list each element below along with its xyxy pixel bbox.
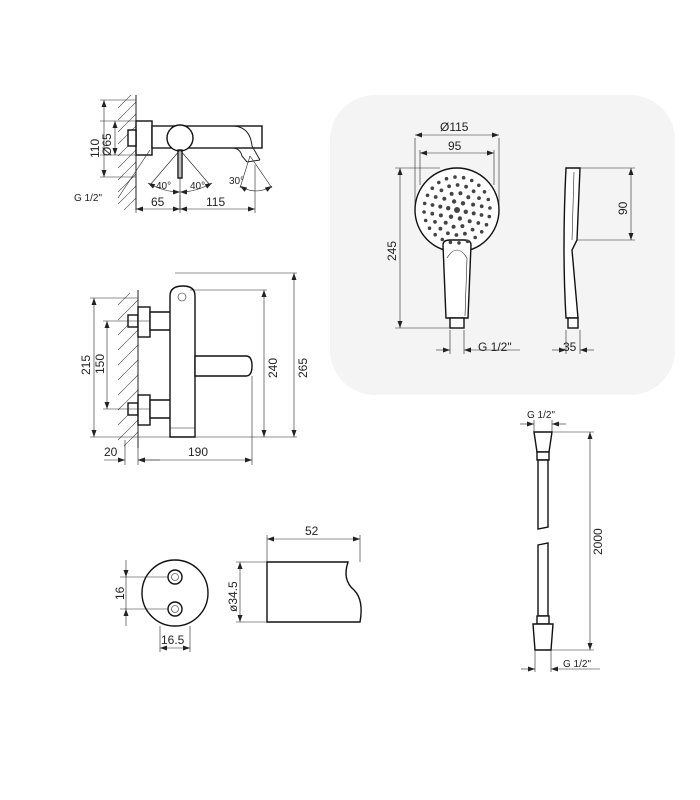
dim-width-52: 52 — [305, 524, 319, 538]
nozzle-dot — [460, 201, 466, 206]
thread-label-hose-top: G 1/2" — [527, 410, 555, 421]
nozzle-dot — [469, 178, 474, 183]
nozzle-dot — [438, 226, 443, 231]
nozzle-dot — [479, 204, 484, 209]
nozzle-dot — [437, 180, 441, 185]
nozzle-dot — [464, 184, 468, 189]
nozzle-dot — [457, 216, 463, 221]
nozzle-dot — [438, 213, 443, 218]
nozzle-dot — [451, 199, 457, 204]
hand-shower-front — [395, 132, 520, 354]
nozzle-dot — [448, 214, 454, 219]
nozzle-dot — [477, 183, 481, 188]
nozzle-dot — [430, 211, 435, 216]
dim-diameter-65: Ø65 — [100, 133, 114, 156]
nozzle-dot — [484, 222, 489, 227]
nozzle-dot — [454, 207, 460, 213]
thread-label-hand-shower: G 1/2" — [478, 340, 512, 354]
nozzle-dot — [467, 219, 472, 224]
dim-width-95: 95 — [448, 139, 462, 153]
nozzle-dot — [422, 201, 427, 206]
dim-depth-35: 35 — [563, 340, 577, 354]
nozzle-dot — [444, 176, 449, 181]
side-view — [90, 272, 297, 465]
nozzle-dot — [449, 191, 454, 196]
dim-height-110: 110 — [88, 139, 102, 158]
nozzle-dot — [443, 220, 448, 225]
dim-diameter-34-5: ø34.5 — [226, 581, 240, 612]
nozzle-dot — [488, 206, 492, 210]
nozzle-dot — [454, 233, 459, 237]
dim-height-265: 265 — [296, 358, 310, 378]
nozzle-dot — [487, 214, 492, 219]
angle-label-right: 40° — [190, 181, 205, 192]
nozzle-dot — [447, 184, 451, 189]
nozzle-dot — [446, 231, 450, 236]
nozzle-dot — [486, 197, 491, 202]
nozzle-dot — [425, 193, 430, 198]
nozzle-dot — [433, 232, 438, 237]
dim-height-215: 215 — [79, 355, 93, 375]
nozzle-dot — [438, 204, 443, 209]
nozzle-dot — [479, 230, 484, 234]
nozzle-dot — [451, 224, 456, 229]
nozzle-dot — [453, 175, 457, 179]
nozzle-dot — [471, 211, 476, 216]
eccentric-fittings — [120, 559, 209, 652]
nozzle-dot — [476, 221, 481, 225]
dim-width-65: 65 — [151, 195, 165, 209]
dim-hose-length-2000: 2000 — [591, 528, 605, 555]
thread-label-hose-bottom: G 1/2" — [563, 659, 591, 670]
angle-label-left: 40° — [156, 181, 171, 192]
nozzle-dot — [470, 227, 475, 232]
nozzle-dot — [479, 213, 484, 217]
dim-head-90: 90 — [616, 201, 630, 215]
nozzle-dot — [423, 218, 428, 223]
shower-hose — [520, 420, 600, 672]
nozzle-dot — [473, 235, 478, 240]
nozzle-dot — [427, 226, 432, 230]
dim-height-16: 16 — [113, 586, 127, 600]
angle-label-spout: 30° — [229, 176, 244, 187]
hand-shower-side — [552, 167, 635, 354]
nozzle-dot — [465, 239, 470, 244]
nozzle-dot — [455, 183, 460, 187]
dim-width-115: 115 — [206, 195, 225, 209]
nozzle-dot — [439, 188, 444, 193]
nozzle-dot — [460, 224, 465, 229]
nozzle-dot — [482, 190, 487, 194]
dim-height-240: 240 — [266, 358, 280, 378]
nozzle-dot — [433, 195, 438, 199]
dim-width-16-5: 16.5 — [161, 633, 185, 647]
nozzle-dot — [471, 189, 476, 194]
dim-height-245: 245 — [385, 241, 399, 261]
nozzle-dot — [440, 237, 445, 242]
nozzle-dot — [463, 209, 468, 214]
nozzle-dot — [422, 210, 426, 214]
nozzle-dot — [461, 175, 466, 180]
nozzle-dot — [448, 240, 453, 245]
top-view — [100, 94, 273, 213]
nozzle-dot — [430, 186, 435, 190]
nozzle-dot — [442, 196, 447, 201]
nozzle-dot — [477, 196, 481, 201]
nozzle-dot — [466, 195, 471, 200]
dim-width-20: 20 — [104, 445, 118, 459]
dim-width-190: 190 — [188, 445, 208, 459]
nozzle-dot — [430, 203, 435, 207]
nozzle-dot — [471, 202, 476, 207]
shower-holder — [236, 535, 362, 623]
nozzle-dot — [457, 241, 461, 245]
thread-label-top-view: G 1/2" — [74, 193, 102, 204]
dim-height-150: 150 — [93, 354, 107, 374]
shower-nozzles — [422, 175, 492, 245]
nozzle-dot — [433, 220, 437, 224]
nozzle-dot — [446, 206, 451, 211]
dim-diameter-115: Ø115 — [440, 120, 469, 134]
nozzle-dot — [458, 191, 463, 196]
nozzle-dot — [463, 231, 467, 236]
hand-shower-panel — [330, 95, 675, 395]
